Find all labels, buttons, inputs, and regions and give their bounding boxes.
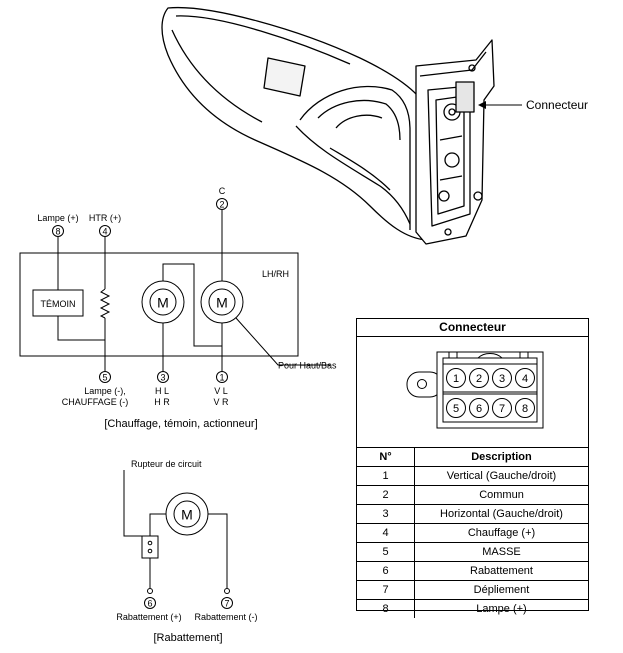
- row-description: Vertical (Gauche/droit): [414, 466, 588, 486]
- htr-plus-label: HTR (+): [89, 213, 121, 223]
- conn-pin: 5: [453, 403, 459, 415]
- pin-3-number: 3: [160, 373, 165, 383]
- pin-4-number: 4: [102, 227, 107, 237]
- pin-2-number: 2: [219, 200, 224, 210]
- header-description: Description: [414, 447, 588, 467]
- connector-pin-numbers: 1 2 3 4 5 6 7 8: [453, 373, 528, 415]
- rupteur-label: Rupteur de circuit: [131, 459, 202, 469]
- hl-label: H L: [155, 386, 169, 396]
- mirror-illustration: [161, 6, 522, 245]
- motor-vertical-letter: M: [216, 295, 228, 311]
- folding-labels: Rupteur de circuit M 6 7 Rabattement (+)…: [116, 459, 257, 644]
- connector-callout-label: Connecteur: [526, 98, 588, 112]
- pin-8-marker: [52, 225, 64, 237]
- pin-1-marker: [216, 371, 228, 383]
- heater-resistor: [99, 288, 111, 319]
- folding-motor-letter: M: [181, 507, 193, 523]
- connector-table-title: Connecteur: [357, 319, 588, 337]
- row-no: 1: [357, 466, 415, 486]
- conn-pin: 8: [522, 403, 528, 415]
- motor-horizontal-letter: M: [157, 295, 169, 311]
- connector-housing: [436, 351, 544, 429]
- pin-5-marker: [99, 371, 111, 383]
- row-no: 8: [357, 599, 415, 618]
- row-no: 7: [357, 580, 415, 600]
- conn-pin: 1: [453, 373, 459, 385]
- row-description: Horizontal (Gauche/droit): [414, 504, 588, 524]
- actuator-schematic: [19, 198, 330, 383]
- conn-pin: 3: [499, 373, 505, 385]
- pin-cells-top: [446, 368, 535, 388]
- pin-7-number: 7: [224, 599, 229, 609]
- lampe-minus-label: Lampe (-),: [84, 386, 126, 396]
- schematic-labels: C 2 Lampe (+) 8 HTR (+) 4 LH/RH TÉMOIN M…: [37, 186, 337, 430]
- conn-pin: 2: [476, 373, 482, 385]
- vl-label: V L: [214, 386, 228, 396]
- row-description: Chauffage (+): [414, 523, 588, 543]
- table-header-row: N° Description: [357, 447, 588, 467]
- row-no: 2: [357, 485, 415, 505]
- row-description: Rabattement: [414, 561, 588, 581]
- chauffage-minus-label: CHAUFFAGE (-): [62, 397, 129, 407]
- lh-rh-label: LH/RH: [262, 269, 289, 279]
- row-description: Commun: [414, 485, 588, 505]
- pin-5-number: 5: [102, 373, 107, 383]
- circuit-breaker: [141, 535, 159, 559]
- conn-pin: 4: [522, 373, 528, 385]
- header-no: N°: [357, 447, 415, 467]
- row-no: 5: [357, 542, 415, 562]
- pin-1-number: 1: [219, 373, 224, 383]
- schematic-caption: [Chauffage, témoin, actionneur]: [104, 418, 257, 430]
- folding-caption: [Rabattement]: [153, 632, 222, 644]
- row-no: 4: [357, 523, 415, 543]
- schematic-housing-outline: [19, 252, 299, 357]
- pin-6-marker: [144, 597, 156, 609]
- pour-haut-bas-label: Pour Haut/Bas: [278, 361, 337, 371]
- pin-7-marker: [221, 597, 233, 609]
- hr-label: H R: [154, 397, 170, 407]
- pin-4-marker: [99, 225, 111, 237]
- pin-2-marker: [216, 198, 228, 210]
- rab-minus-label: Rabattement (-): [194, 612, 257, 622]
- vr-label: V R: [213, 397, 229, 407]
- pin-6-number: 6: [147, 599, 152, 609]
- conn-pin: 7: [499, 403, 505, 415]
- connector-face: [406, 351, 544, 429]
- row-description: Dépliement: [414, 580, 588, 600]
- pin-2-name: C: [219, 186, 226, 196]
- rab-plus-label: Rabattement (+): [116, 612, 181, 622]
- conn-pin: 6: [476, 403, 482, 415]
- row-description: Lampe (+): [414, 599, 588, 618]
- temoin-label: TÉMOIN: [41, 299, 76, 309]
- pin-cells-bottom: [446, 398, 535, 418]
- row-description: MASSE: [414, 542, 588, 562]
- folding-schematic: [123, 470, 233, 609]
- pin-8-number: 8: [55, 227, 60, 237]
- pin-3-marker: [157, 371, 169, 383]
- row-no: 6: [357, 561, 415, 581]
- row-no: 3: [357, 504, 415, 524]
- lampe-plus-label: Lampe (+): [37, 213, 78, 223]
